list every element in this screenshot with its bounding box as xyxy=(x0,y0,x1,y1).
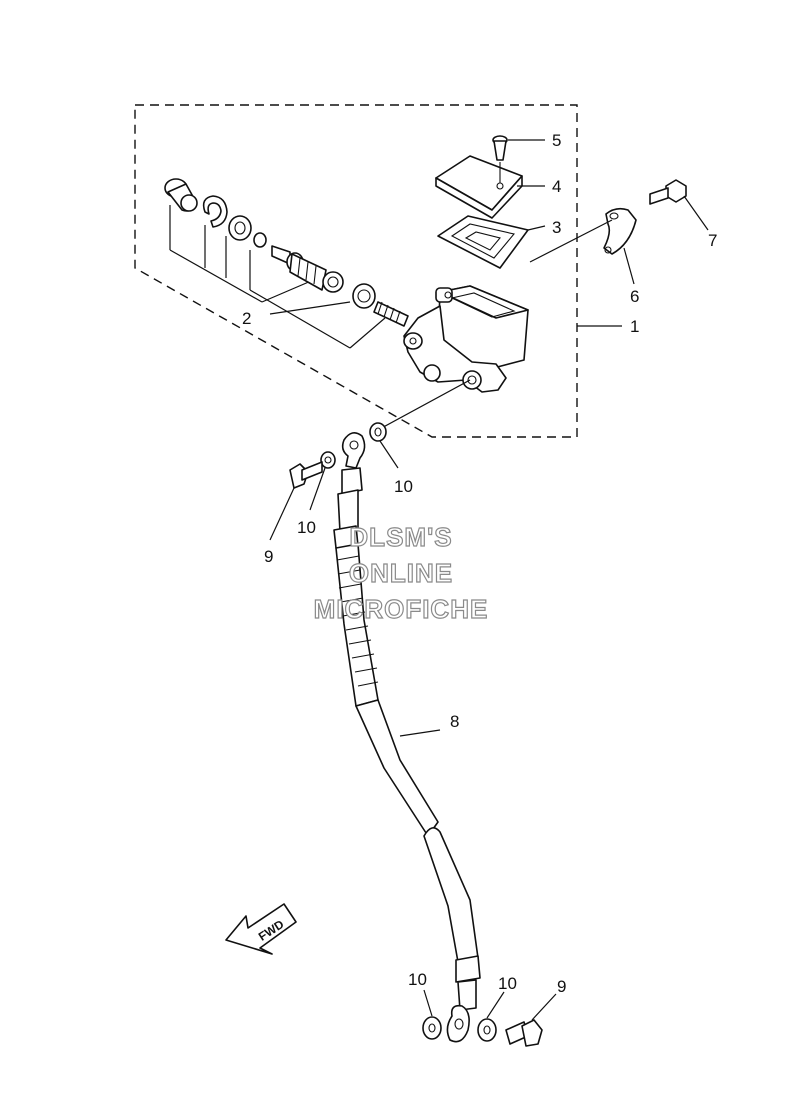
callout-10-upper-left: 10 xyxy=(297,518,316,537)
brake-hose xyxy=(333,432,481,1043)
reservoir-cap xyxy=(435,155,545,219)
lower-banjo-bolt xyxy=(505,993,557,1047)
clamp-alignment-line xyxy=(529,219,613,263)
upper-washer-10b xyxy=(320,451,336,469)
callout-4: 4 xyxy=(552,177,561,196)
callout-7: 7 xyxy=(708,231,717,250)
clamp-bolt xyxy=(649,179,709,231)
upper-banjo-bolt xyxy=(269,461,323,541)
o-ring xyxy=(253,232,267,248)
cap-screw xyxy=(492,135,545,183)
piston xyxy=(271,245,344,293)
lower-washer-10c xyxy=(422,1016,442,1040)
callout-2: 2 xyxy=(242,309,251,328)
callout-6: 6 xyxy=(630,287,639,306)
forward-arrow-icon: FWD xyxy=(225,903,297,955)
watermark: DLSM'S ONLINE MICROFICHE xyxy=(313,521,489,624)
callout-1: 1 xyxy=(630,317,639,336)
assembly-boundary xyxy=(134,104,578,438)
callout-10-upper-right: 10 xyxy=(394,477,413,496)
piston-boot xyxy=(164,178,198,212)
callout-8: 8 xyxy=(450,712,459,731)
leader-10d xyxy=(486,991,505,1019)
master-cylinder xyxy=(403,285,529,393)
ring-seal xyxy=(228,215,252,241)
leader-10a xyxy=(379,440,399,469)
upper-washer-10a xyxy=(369,422,387,442)
leaders-2 xyxy=(169,205,386,349)
watermark-line-3: MICROFICHE xyxy=(314,594,489,624)
banjo-alignment-line xyxy=(377,379,471,431)
clamp-holder xyxy=(603,207,637,285)
callout-10-lower-left: 10 xyxy=(408,970,427,989)
leader-10c xyxy=(423,989,433,1017)
callout-3: 3 xyxy=(552,218,561,237)
spring xyxy=(373,301,409,327)
callout-9-lower: 9 xyxy=(557,977,566,996)
leader-10b xyxy=(309,467,326,511)
circlip xyxy=(202,195,228,228)
diaphragm xyxy=(437,215,546,269)
callout-10-lower-right: 10 xyxy=(498,974,517,993)
watermark-line-2: ONLINE xyxy=(349,558,453,588)
lower-washer-10d xyxy=(477,1018,497,1042)
cup-seal xyxy=(352,283,376,309)
callout-5: 5 xyxy=(552,131,561,150)
callout-9-upper: 9 xyxy=(264,547,273,566)
watermark-line-1: DLSM'S xyxy=(349,522,452,552)
